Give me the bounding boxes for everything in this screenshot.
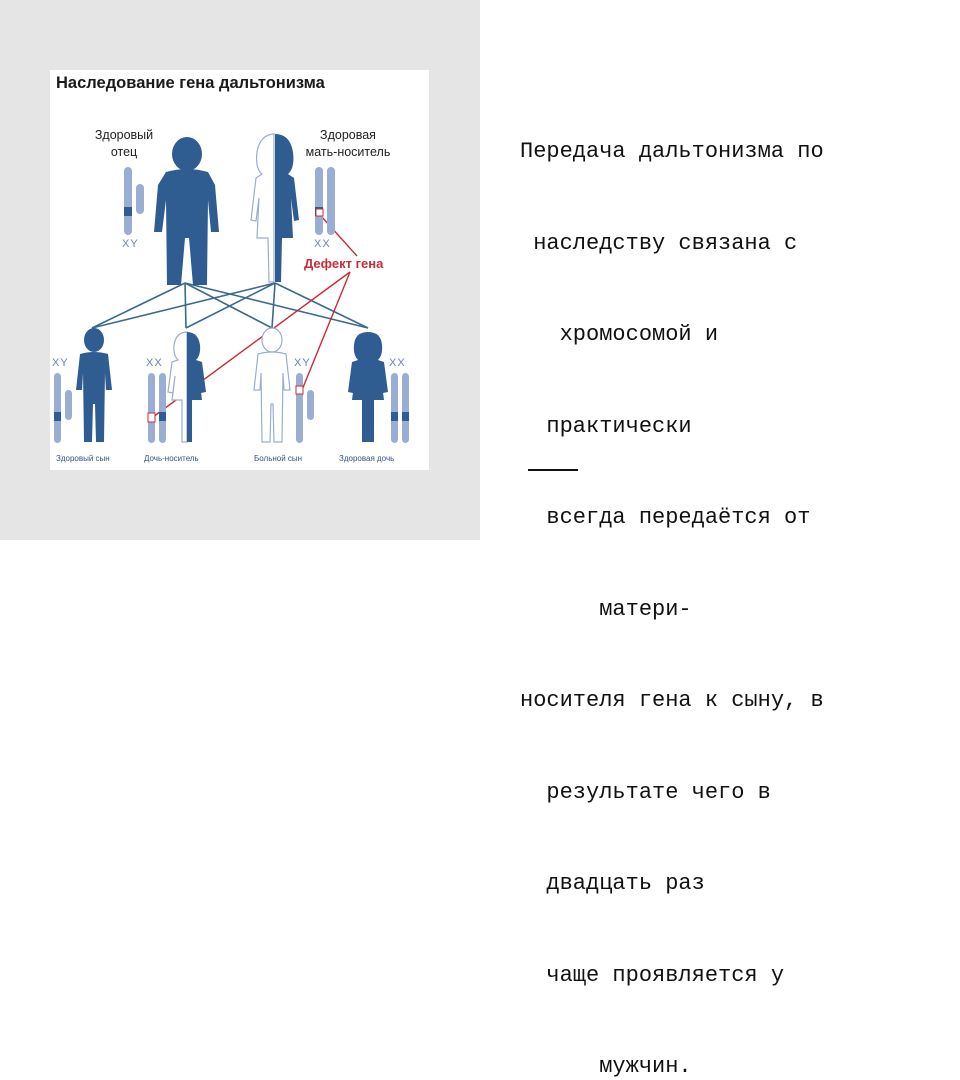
inheritance-figure: Наследование гена дальтонизма Здоровый о…	[50, 70, 429, 470]
underline-bar	[528, 469, 578, 471]
father-label: Здоровый отец	[94, 127, 154, 161]
text-line: хромосомой и	[520, 322, 719, 347]
text-line: наследству связана с	[520, 230, 798, 256]
mother-chromosome-label: XX	[314, 238, 331, 250]
text-line: всегда передаётся от	[520, 505, 811, 530]
healthy-daughter-figure	[348, 332, 388, 442]
caption-colorblind-son: Больной сын	[254, 454, 303, 463]
text-line: мужчин.	[520, 1054, 692, 1079]
child2-chromosome-label: XX	[146, 357, 163, 369]
text-line: Передача дальтонизма по	[520, 139, 824, 164]
main-text: Передача дальтонизма по наследству связа…	[520, 76, 910, 1080]
colorblind-son-chromosomes	[295, 373, 314, 443]
child3-chromosome-label: XY	[294, 357, 311, 369]
father-chromosome-label: XY	[122, 238, 139, 250]
text-line: чаще проявляется у	[520, 962, 785, 988]
pedigree-lines	[91, 282, 369, 329]
mother-label-line2: мать-носитель	[305, 145, 391, 159]
child1-chromosome-label: XY	[52, 357, 69, 369]
colorblind-son-figure	[253, 327, 291, 443]
mother-label: Здоровая мать-носитель	[288, 127, 408, 161]
defect-gene-label: Дефект гена	[304, 256, 384, 271]
text-line: двадцать раз	[520, 871, 705, 896]
caption-healthy-son: Здоровый сын	[56, 454, 110, 463]
mother-label-line1: Здоровая	[320, 128, 376, 142]
figure-title: Наследование гена дальтонизма	[56, 74, 325, 92]
carrier-daughter-chromosomes	[147, 373, 166, 443]
caption-healthy-daughter: Здоровая дочь	[339, 454, 395, 463]
father-figure	[154, 137, 219, 285]
mother-chromosomes	[315, 167, 335, 235]
mother-figure	[250, 133, 299, 283]
child4-chromosome-label: XX	[389, 357, 406, 369]
carrier-daughter-figure	[167, 331, 206, 443]
text-line: результате чего в	[520, 779, 771, 805]
pedigree-art	[54, 133, 409, 443]
healthy-daughter-chromosomes	[391, 373, 409, 443]
text-line: практически	[520, 413, 692, 439]
text-line: матери-	[520, 596, 692, 622]
healthy-son-figure	[76, 328, 112, 442]
father-label-line2: отец	[110, 145, 138, 159]
father-chromosomes	[124, 167, 144, 235]
healthy-son-chromosomes	[54, 373, 72, 443]
caption-carrier-daughter: Дочь-носитель	[144, 454, 199, 463]
text-line: носителя гена к сыну, в	[520, 688, 824, 713]
father-label-line1: Здоровый	[94, 128, 154, 142]
